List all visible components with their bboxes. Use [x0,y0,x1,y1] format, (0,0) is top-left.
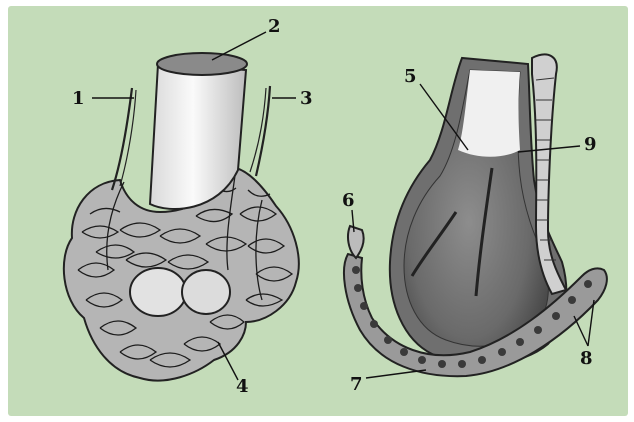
label-5: 5 [404,66,417,87]
right-specimen [344,55,607,377]
label-6: 6 [342,190,355,211]
left-vessel [112,88,132,190]
left-duct-opening [157,53,247,75]
label-3: 3 [300,88,313,109]
right-vessel [256,86,270,176]
small-flap [348,226,364,258]
label-2: 2 [268,16,281,37]
left-specimen [64,53,299,381]
label-4: 4 [236,376,249,397]
left-nodule [130,268,186,316]
label-9: 9 [584,134,597,155]
right-nodule [182,270,230,314]
label-7: 7 [350,374,363,395]
label-1: 1 [72,88,85,109]
leader-2 [212,32,266,60]
label-8: 8 [580,348,593,369]
leader-7 [366,370,426,378]
leader-8a [574,316,588,346]
